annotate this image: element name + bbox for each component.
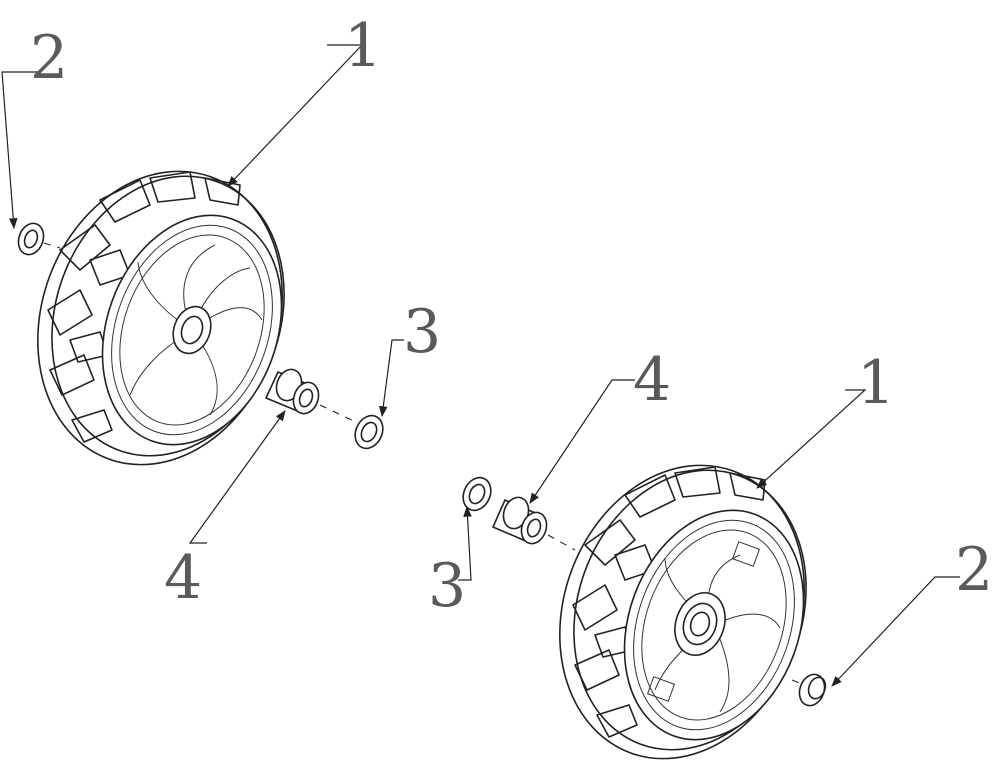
callout-left-spacer: 4 bbox=[164, 543, 202, 613]
callout-left-wheel: 1 bbox=[344, 11, 382, 81]
leader-left-washer bbox=[378, 339, 404, 418]
callout-right-spacer: 4 bbox=[633, 345, 671, 415]
left-spacer bbox=[265, 368, 320, 415]
callout-right-wheel: 1 bbox=[857, 348, 895, 418]
left-bushing bbox=[17, 222, 45, 256]
right-axis-line-outer bbox=[791, 679, 803, 685]
leader-left-wheel bbox=[227, 44, 364, 187]
callout-left-bushing: 2 bbox=[30, 23, 68, 93]
left-wheel bbox=[37, 170, 285, 466]
callout-right-washer: 3 bbox=[428, 551, 466, 621]
right-spacer bbox=[492, 496, 548, 545]
leader-right-washer bbox=[458, 505, 472, 581]
right-washer bbox=[462, 476, 492, 512]
left-washer bbox=[354, 414, 384, 450]
right-axis-line-inner bbox=[547, 534, 576, 551]
leader-right-wheel bbox=[756, 389, 867, 489]
right-wheel bbox=[559, 464, 807, 760]
leader-left-spacer bbox=[188, 410, 286, 544]
callout-left-washer: 3 bbox=[403, 297, 441, 367]
right-bushing bbox=[798, 673, 827, 707]
leader-left-bushing bbox=[1, 71, 40, 230]
leader-right-bushing bbox=[831, 576, 960, 687]
left-axis-line-outer bbox=[43, 242, 61, 249]
callout-right-bushing: 2 bbox=[955, 535, 993, 605]
left-axis-line-inner bbox=[319, 404, 357, 423]
leader-right-spacer bbox=[529, 379, 635, 504]
